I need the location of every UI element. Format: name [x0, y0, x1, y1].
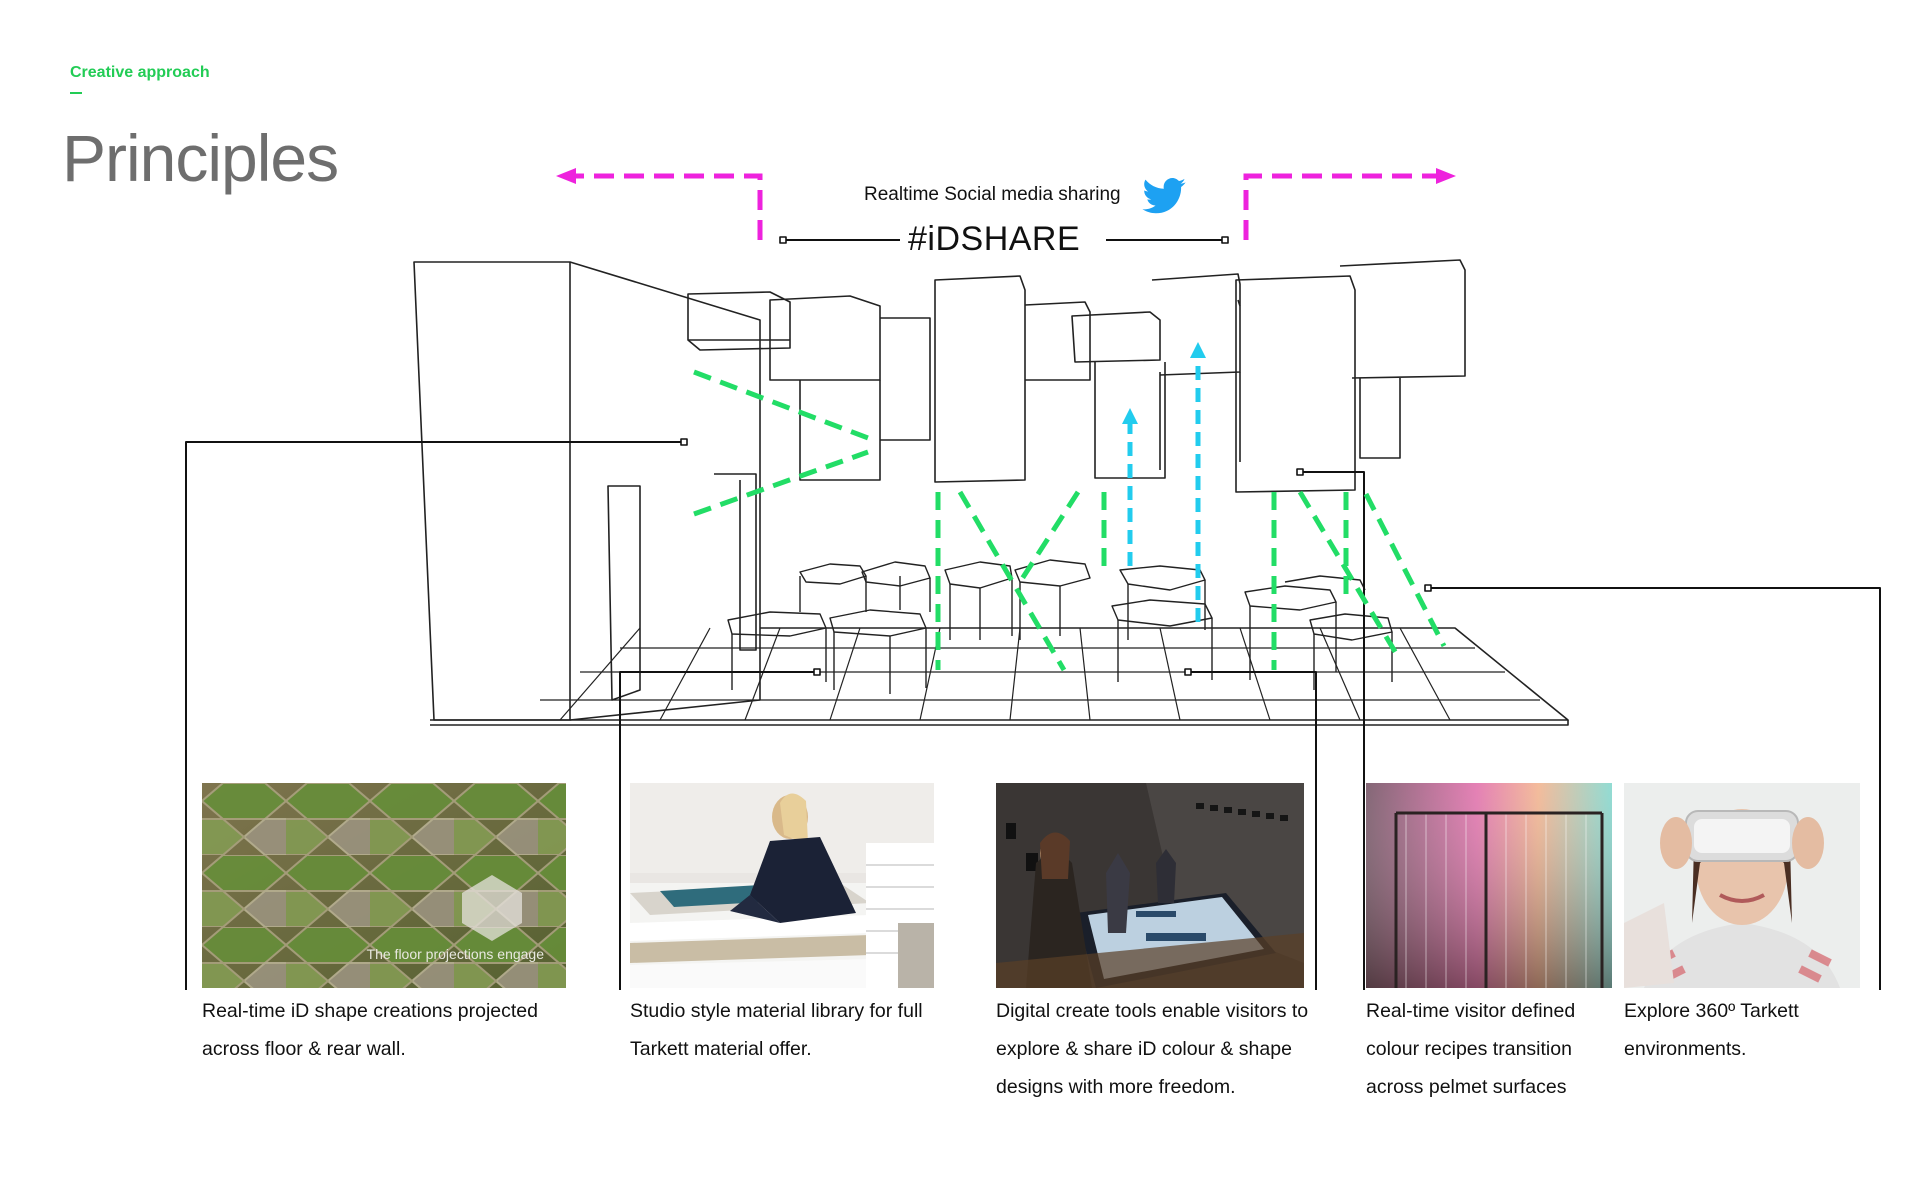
left-wall: [414, 262, 570, 720]
hexagon-floor-projection-photo: The floor projections engage: [202, 783, 566, 988]
hex-tables: [728, 560, 1392, 694]
social-caption: Realtime Social media sharing: [864, 184, 1121, 206]
vr-headset-photo: [1624, 783, 1860, 988]
left-wall-inner: [608, 486, 640, 700]
principle-caption: Studio style material library for full T…: [630, 992, 923, 1068]
hashtag: #iDSHARE: [908, 220, 1080, 259]
arrow-left-icon: [556, 168, 576, 184]
arrow-up-icon: [1122, 408, 1138, 424]
material-library-drawers-photo: [630, 783, 934, 988]
arrow-up-icon: [1190, 342, 1206, 358]
projection-dashes: [694, 372, 1444, 670]
principle-caption: Digital create tools enable visitors to …: [996, 992, 1308, 1106]
principle-caption: Explore 360º Tarkett environments.: [1624, 992, 1799, 1068]
colour-pelmet-transition-photo: [1366, 783, 1612, 988]
arrow-right-icon: [1436, 168, 1456, 184]
photo-overlay-text: The floor projections engage: [367, 946, 544, 962]
digital-touch-table-photo: [996, 783, 1304, 988]
twitter-bird-icon: [1142, 178, 1186, 214]
principle-caption: Real-time iD shape creations projected a…: [202, 992, 538, 1068]
pelmet-columns: [688, 260, 1465, 492]
upload-arrows: [1130, 358, 1198, 622]
principle-caption: Real-time visitor defined colour recipes…: [1366, 992, 1575, 1106]
